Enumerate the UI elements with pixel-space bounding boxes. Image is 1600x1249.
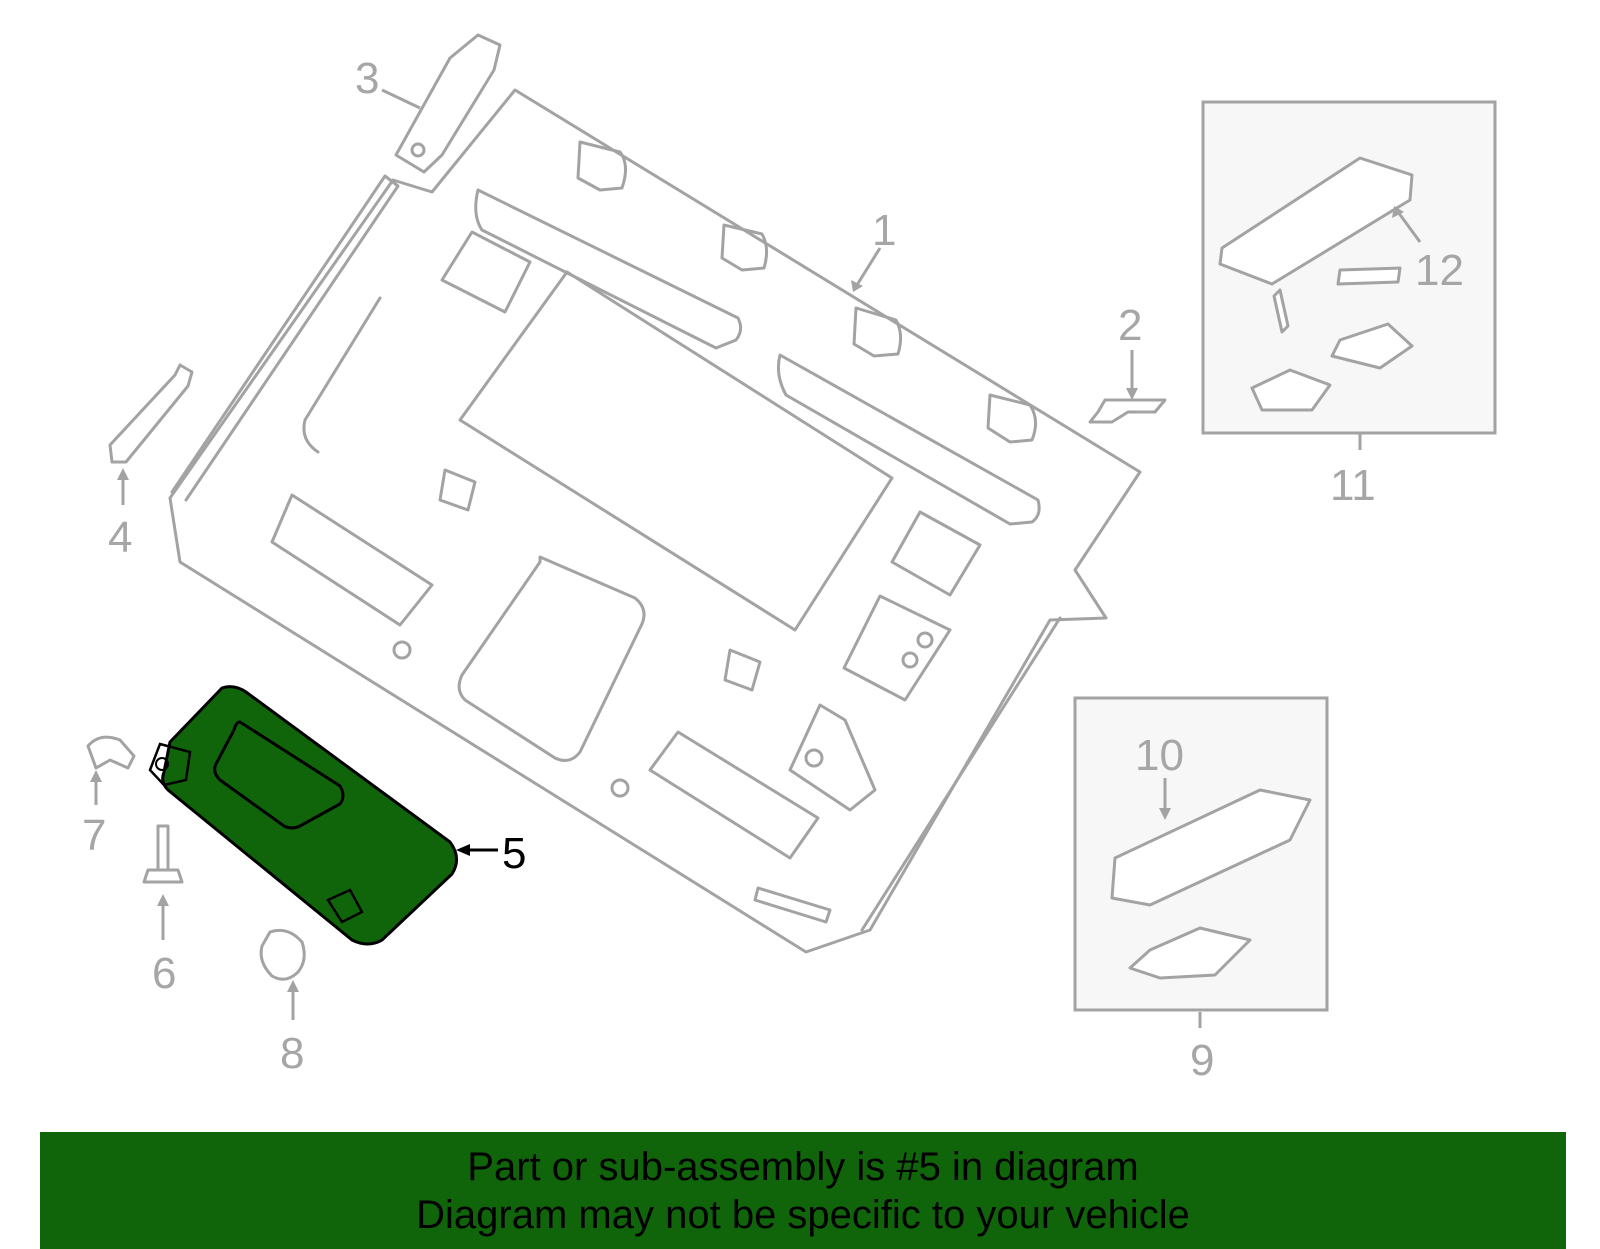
part-1-headliner[interactable]: [168, 88, 1142, 954]
callout-5: 5: [502, 829, 526, 878]
banner-line-1: Part or sub-assembly is #5 in diagram: [467, 1144, 1139, 1189]
callout-2: 2: [1118, 301, 1142, 350]
callout-6: 6: [152, 949, 176, 998]
part-9-dome-lamp-assembly[interactable]: [1073, 696, 1329, 1028]
part-12-console-bezel[interactable]: [1392, 206, 1422, 243]
callout-7: 7: [82, 811, 106, 860]
callout-9: 9: [1190, 1036, 1214, 1085]
callout-11: 11: [1330, 461, 1376, 510]
callout-1: 1: [872, 206, 896, 255]
part-4-trim[interactable]: [108, 363, 194, 505]
part-7-clip[interactable]: [86, 735, 136, 805]
parts-diagram: 1 2 3 4 5 6 7 8 9 10 11 12: [82, 33, 1497, 1085]
callout-3: 3: [355, 54, 379, 103]
part-8-retainer[interactable]: [259, 928, 306, 1020]
part-5-sun-visor[interactable]: [148, 685, 498, 946]
part-10-lamp-housing[interactable]: [1159, 778, 1171, 820]
callout-12: 12: [1415, 246, 1464, 295]
callout-4: 4: [108, 513, 132, 562]
part-3-bracket[interactable]: [381, 33, 502, 174]
info-banner: Part or sub-assembly is #5 in diagram Di…: [40, 1132, 1566, 1249]
part-11-overhead-console[interactable]: [1201, 100, 1497, 450]
part-6-screw[interactable]: [142, 824, 184, 940]
callout-10: 10: [1135, 731, 1184, 780]
callout-8: 8: [280, 1029, 304, 1078]
part-2-emblem[interactable]: [1088, 350, 1167, 424]
banner-line-2: Diagram may not be specific to your vehi…: [416, 1192, 1190, 1237]
